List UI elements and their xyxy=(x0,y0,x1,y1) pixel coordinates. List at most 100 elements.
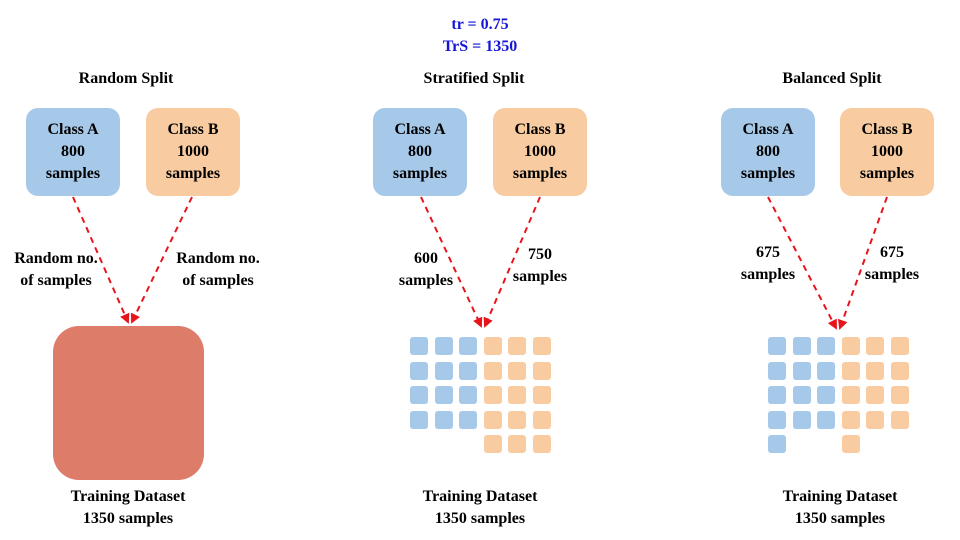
training-sample-grid xyxy=(768,337,913,472)
arrow-stratified-b xyxy=(483,196,541,328)
split-parameters: tr = 0.75 TrS = 1350 xyxy=(380,14,580,58)
training-sample-grid xyxy=(410,337,555,472)
class-a-sample-label: 600 samples xyxy=(398,250,454,289)
class-name: Class A xyxy=(47,121,99,138)
panel-title: Balanced Split xyxy=(782,70,882,87)
training-dataset-block xyxy=(53,326,204,480)
class-count: 800 xyxy=(756,143,780,160)
class-a-sample xyxy=(434,386,453,404)
class-b-sample xyxy=(483,410,502,429)
arrow-stratified-a xyxy=(420,196,483,328)
class-a-sample xyxy=(817,337,835,355)
class-a-sample xyxy=(410,337,428,355)
class-b-sample xyxy=(508,435,526,453)
class-a-sample xyxy=(410,410,428,429)
class-b-sample xyxy=(866,337,884,355)
class-b-sample xyxy=(890,337,909,355)
train-ratio-label: tr = 0.75 xyxy=(451,16,509,33)
class-a-sample xyxy=(459,410,477,429)
class-b-sample xyxy=(866,410,884,429)
class-b-sample xyxy=(890,410,909,429)
panel-title: Stratified Split xyxy=(423,70,525,87)
class-a-sample xyxy=(434,361,453,380)
panel-title: Random Split xyxy=(78,70,174,87)
class-count: 1000 xyxy=(177,143,209,160)
class-b-sample xyxy=(508,337,526,355)
class-b-sample xyxy=(508,410,526,429)
class-unit: samples xyxy=(512,165,568,182)
class-b-sample xyxy=(532,386,551,404)
class-b-sample xyxy=(532,361,551,380)
class-a-sample xyxy=(459,337,477,355)
class-b-sample xyxy=(508,386,526,404)
class-b-sample-label: Random no. of samples xyxy=(176,250,260,289)
class-b-box: Class B 1000 samples xyxy=(493,108,587,196)
arrow-balanced-b xyxy=(837,196,888,330)
class-a-sample xyxy=(768,337,786,355)
class-name: Class A xyxy=(742,121,794,138)
class-a-sample xyxy=(792,337,811,355)
class-b-sample xyxy=(841,410,860,429)
class-b-sample xyxy=(841,386,860,404)
class-a-sample xyxy=(768,435,786,453)
class-a-sample xyxy=(410,386,428,404)
class-unit: samples xyxy=(740,165,796,182)
train-size-label: TrS = 1350 xyxy=(442,38,518,55)
class-a-sample xyxy=(792,410,811,429)
class-name: Class A xyxy=(394,121,446,138)
class-a-sample xyxy=(768,386,786,404)
class-a-sample xyxy=(817,386,835,404)
class-a-sample xyxy=(459,386,477,404)
class-unit: samples xyxy=(165,165,221,182)
class-a-sample xyxy=(459,361,477,380)
class-b-sample xyxy=(866,386,884,404)
class-b-sample xyxy=(890,386,909,404)
class-b-sample-label: 675 samples xyxy=(864,244,920,283)
class-a-box: Class A 800 samples xyxy=(373,108,467,196)
arrow-balanced-a xyxy=(767,196,837,330)
class-b-sample xyxy=(532,435,551,453)
class-b-sample xyxy=(483,361,502,380)
arrow-random-a xyxy=(72,196,130,324)
arrow-random-b xyxy=(130,196,193,324)
class-b-sample xyxy=(508,361,526,380)
class-b-sample xyxy=(483,435,502,453)
class-a-sample-label: 675 samples xyxy=(740,244,796,283)
class-a-sample xyxy=(792,386,811,404)
class-name: Class B xyxy=(514,121,566,138)
class-a-box: Class A 800 samples xyxy=(26,108,120,196)
class-name: Class B xyxy=(861,121,913,138)
class-b-sample xyxy=(890,361,909,380)
training-dataset-caption: Training Dataset 1350 samples xyxy=(422,488,538,527)
class-b-sample xyxy=(841,361,860,380)
class-count: 800 xyxy=(61,143,85,160)
class-b-sample xyxy=(483,337,502,355)
training-dataset-caption: Training Dataset 1350 samples xyxy=(70,488,186,527)
class-a-box: Class A 800 samples xyxy=(721,108,815,196)
class-name: Class B xyxy=(167,121,219,138)
class-count: 800 xyxy=(408,143,432,160)
class-b-sample xyxy=(841,337,860,355)
class-a-sample-label: Random no. of samples xyxy=(14,250,98,289)
class-b-box: Class B 1000 samples xyxy=(840,108,934,196)
class-b-sample xyxy=(532,410,551,429)
class-b-sample xyxy=(866,361,884,380)
class-count: 1000 xyxy=(524,143,556,160)
training-dataset-caption: Training Dataset 1350 samples xyxy=(782,488,898,527)
class-unit: samples xyxy=(392,165,448,182)
class-b-sample xyxy=(483,386,502,404)
class-a-sample xyxy=(768,361,786,380)
class-b-box: Class B 1000 samples xyxy=(146,108,240,196)
class-b-sample-label: 750 samples xyxy=(512,246,568,285)
class-unit: samples xyxy=(859,165,915,182)
class-a-sample xyxy=(410,361,428,380)
class-a-sample xyxy=(817,410,835,429)
class-a-sample xyxy=(792,361,811,380)
class-a-sample xyxy=(768,410,786,429)
class-a-sample xyxy=(434,337,453,355)
class-unit: samples xyxy=(45,165,101,182)
class-b-sample xyxy=(841,435,860,453)
class-b-sample xyxy=(532,337,551,355)
class-a-sample xyxy=(434,410,453,429)
